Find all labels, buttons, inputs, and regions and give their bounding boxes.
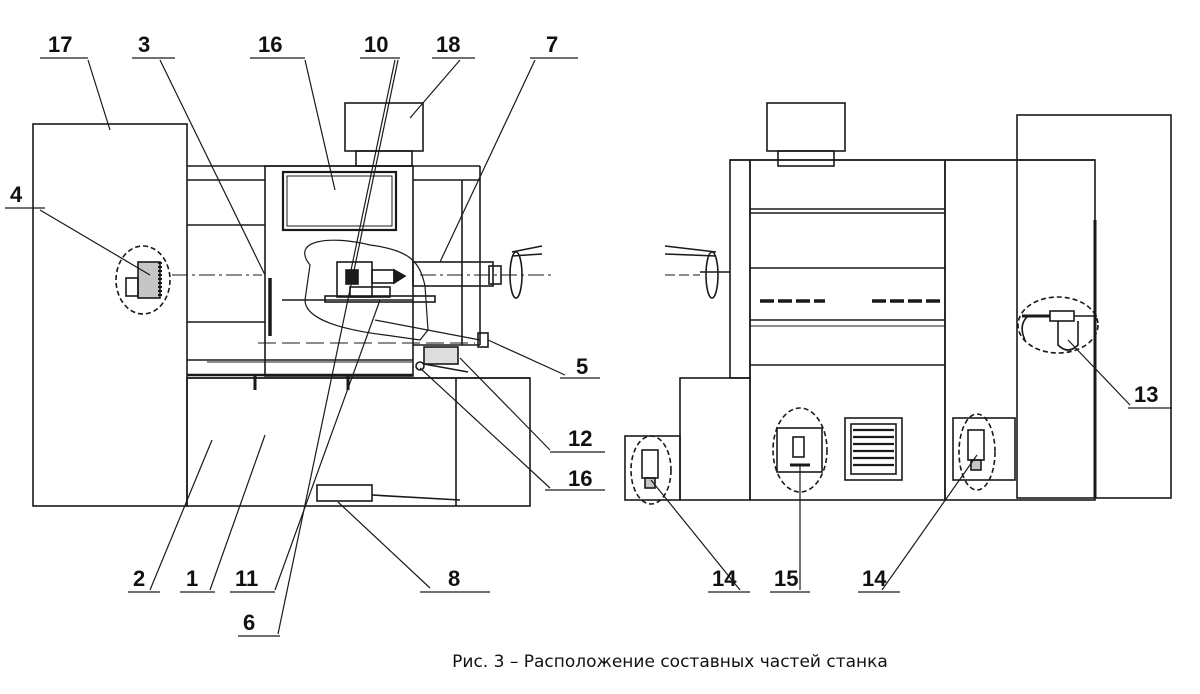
label-14-left: 14 [712,566,737,591]
tool-holder-inner [345,269,359,285]
tool-tip [393,268,407,285]
detail-circle-14a [630,435,672,505]
work-zone-outline [304,239,429,341]
rear-housing [749,159,946,501]
fitting-14a-base [644,477,656,489]
table-6 [324,295,436,303]
rear-column [729,159,751,379]
part-labels: 17 3 16 10 18 7 4 5 12 16 2 1 11 8 6 13 … [10,32,1158,635]
motor-18-base [355,150,413,167]
leader-lines-right [650,339,1172,593]
valve-13 [1049,310,1075,322]
pedal-8 [316,484,373,502]
front-view [32,102,555,507]
handwheel-handle [511,245,543,253]
cabinet-17 [32,123,188,507]
label-1: 1 [186,566,198,591]
pump-pipe [423,363,469,373]
coolant-pipe [374,319,481,341]
tool-post [371,269,395,284]
label-11: 11 [235,566,258,591]
label-4: 4 [10,182,23,207]
fitting-14a [641,449,659,479]
leader-lines-left [5,57,605,637]
label-10: 10 [364,32,388,57]
pump-valve [415,361,425,371]
label-7: 7 [546,32,558,57]
label-15: 15 [774,566,798,591]
rear-motor [766,102,846,152]
label-14-right: 14 [862,566,887,591]
valve-13-bowl [1057,321,1079,351]
label-8: 8 [448,566,460,591]
rear-view [624,102,1172,505]
rear-motor-base [777,150,835,167]
label-2: 2 [133,566,145,591]
vent-slats [853,428,894,467]
label-16-bottom: 16 [568,466,592,491]
fitting-14b-base [970,459,982,471]
handwheel-handle [511,253,543,257]
window-16 [281,170,398,232]
detail-circle-15 [772,407,828,493]
chuck-base [125,277,139,297]
rear-handwheel-handle [664,245,717,253]
detail-circle-14b [958,413,996,491]
rear-handwheel-handle [664,253,717,257]
window-16-inner [286,175,393,227]
pedal-cable [371,494,461,501]
rear-lower-block [679,377,751,501]
label-16-top: 16 [258,32,282,57]
chuck-4 [137,261,161,299]
tailstock-7 [412,261,494,287]
label-13: 13 [1134,382,1158,407]
figure-caption: Рис. 3 – Расположение составных частей с… [452,652,888,672]
vent-grille [844,417,903,481]
valve-13-hose [1021,315,1029,341]
switch-15-body [792,436,805,458]
label-5: 5 [576,354,588,379]
detail-circle-4 [115,245,171,315]
label-12: 12 [568,426,592,451]
vent-grille-inner [850,423,897,475]
label-3: 3 [138,32,150,57]
label-6: 6 [243,610,255,635]
label-18: 18 [436,32,460,57]
detail-circle-13 [1017,296,1099,354]
pump-12 [423,346,459,365]
label-17: 17 [48,32,72,57]
base-1 [186,377,531,507]
rear-handwheel [705,251,719,299]
